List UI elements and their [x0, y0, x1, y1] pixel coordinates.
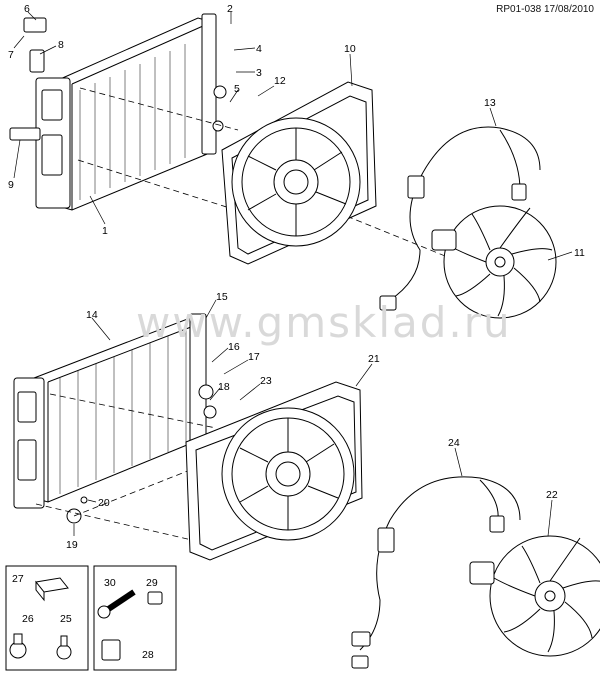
callout-25: 25 [60, 613, 72, 625]
callout-10: 10 [344, 43, 356, 55]
callout-19: 19 [66, 539, 78, 551]
callout-18: 18 [218, 381, 230, 393]
callout-22: 22 [546, 489, 558, 501]
callout-2: 2 [227, 3, 233, 15]
callout-15: 15 [216, 291, 228, 303]
callout-12: 12 [274, 75, 286, 87]
callout-30: 30 [104, 577, 116, 589]
callout-6: 6 [24, 3, 30, 15]
fan-lower [469, 535, 600, 657]
callout-9: 9 [8, 179, 14, 191]
wiring-harness-upper [379, 126, 541, 311]
callout-23: 23 [260, 375, 272, 387]
inset-box-fasteners-b [93, 565, 177, 671]
callout-13: 13 [484, 97, 496, 109]
callout-27: 27 [12, 573, 24, 585]
callout-20: 20 [98, 497, 110, 509]
callout-11: 11 [574, 247, 585, 259]
inset-box-fasteners-a [5, 565, 89, 671]
callout-8: 8 [58, 39, 64, 51]
fan-shroud-upper [221, 81, 377, 265]
callout-14: 14 [86, 309, 98, 321]
callout-1: 1 [102, 225, 108, 237]
callout-4: 4 [256, 43, 262, 55]
callout-16: 16 [228, 341, 240, 353]
watermark: www.gmsklad.ru [136, 298, 512, 347]
callout-29: 29 [146, 577, 158, 589]
callout-7: 7 [8, 49, 14, 61]
callout-24: 24 [448, 437, 460, 449]
callout-3: 3 [256, 67, 262, 79]
callout-28: 28 [142, 649, 154, 661]
callout-5: 5 [234, 83, 240, 95]
fan-shroud-lower [185, 381, 363, 561]
radiator-upper [9, 13, 227, 211]
fan-upper [431, 205, 557, 319]
callout-labels: 1 2 3 4 5 6 7 8 9 10 11 12 13 14 15 16 1… [8, 3, 585, 661]
drawing-code: RP01-038 17/08/2010 [496, 4, 594, 15]
callout-21: 21 [368, 353, 380, 365]
callout-17: 17 [248, 351, 260, 363]
callout-26: 26 [22, 613, 34, 625]
wiring-harness-lower [351, 476, 521, 669]
